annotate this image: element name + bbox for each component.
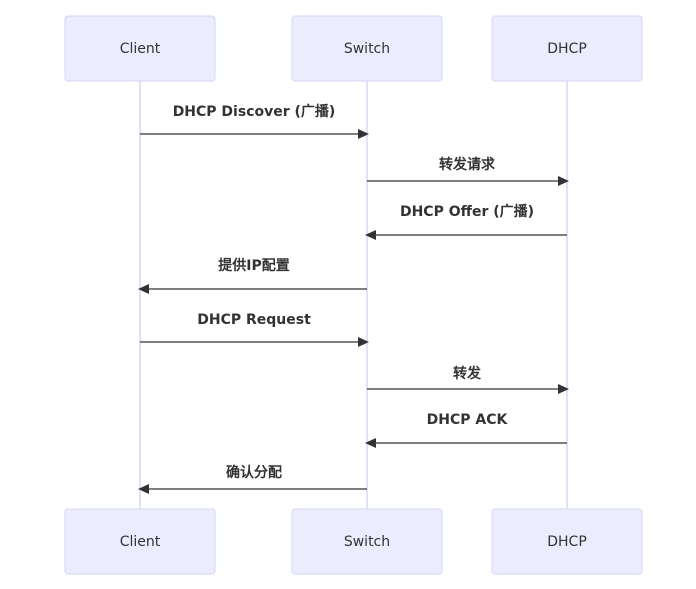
participant-switch-top: Switch <box>291 15 443 82</box>
participant-label: Switch <box>344 534 390 550</box>
message-label: 转发请求 <box>439 156 496 173</box>
arrowhead <box>138 484 149 494</box>
message-7: DHCP ACK <box>365 412 567 448</box>
participant-dhcp-top: DHCP <box>491 15 643 82</box>
arrowhead <box>365 438 376 448</box>
message-8: 确认分配 <box>138 464 367 494</box>
messages: DHCP Discover (广播) 转发请求 DHCP Offer (广播) … <box>138 103 569 494</box>
arrowhead <box>358 337 369 347</box>
message-label: 确认分配 <box>226 464 282 481</box>
message-label: DHCP Discover (广播) <box>173 103 336 120</box>
message-6: 转发 <box>367 365 569 394</box>
arrowhead <box>558 176 569 186</box>
participant-switch-bottom: Switch <box>291 508 443 575</box>
participant-client-bottom: Client <box>64 508 216 575</box>
participant-client-top: Client <box>64 15 216 82</box>
participant-label: DHCP <box>547 41 587 57</box>
message-1: DHCP Discover (广播) <box>140 103 369 139</box>
message-5: DHCP Request <box>140 312 369 347</box>
message-label: DHCP Request <box>197 312 311 328</box>
participants-bottom: Client Switch DHCP <box>64 508 643 575</box>
participant-label: Switch <box>344 41 390 57</box>
message-label: 提供IP配置 <box>218 257 289 274</box>
message-3: DHCP Offer (广播) <box>365 203 567 240</box>
arrowhead <box>365 230 376 240</box>
lifelines <box>139 81 568 509</box>
participant-label: DHCP <box>547 534 587 550</box>
arrowhead <box>138 284 149 294</box>
arrowhead <box>558 384 569 394</box>
participant-label: Client <box>120 534 161 550</box>
message-label: 转发 <box>453 365 482 382</box>
participant-label: Client <box>120 41 161 57</box>
message-2: 转发请求 <box>367 156 569 186</box>
arrowhead <box>358 129 369 139</box>
message-4: 提供IP配置 <box>138 257 367 294</box>
participants-top: Client Switch DHCP <box>64 15 643 82</box>
participant-dhcp-bottom: DHCP <box>491 508 643 575</box>
message-label: DHCP Offer (广播) <box>400 203 534 220</box>
message-label: DHCP ACK <box>427 412 509 428</box>
